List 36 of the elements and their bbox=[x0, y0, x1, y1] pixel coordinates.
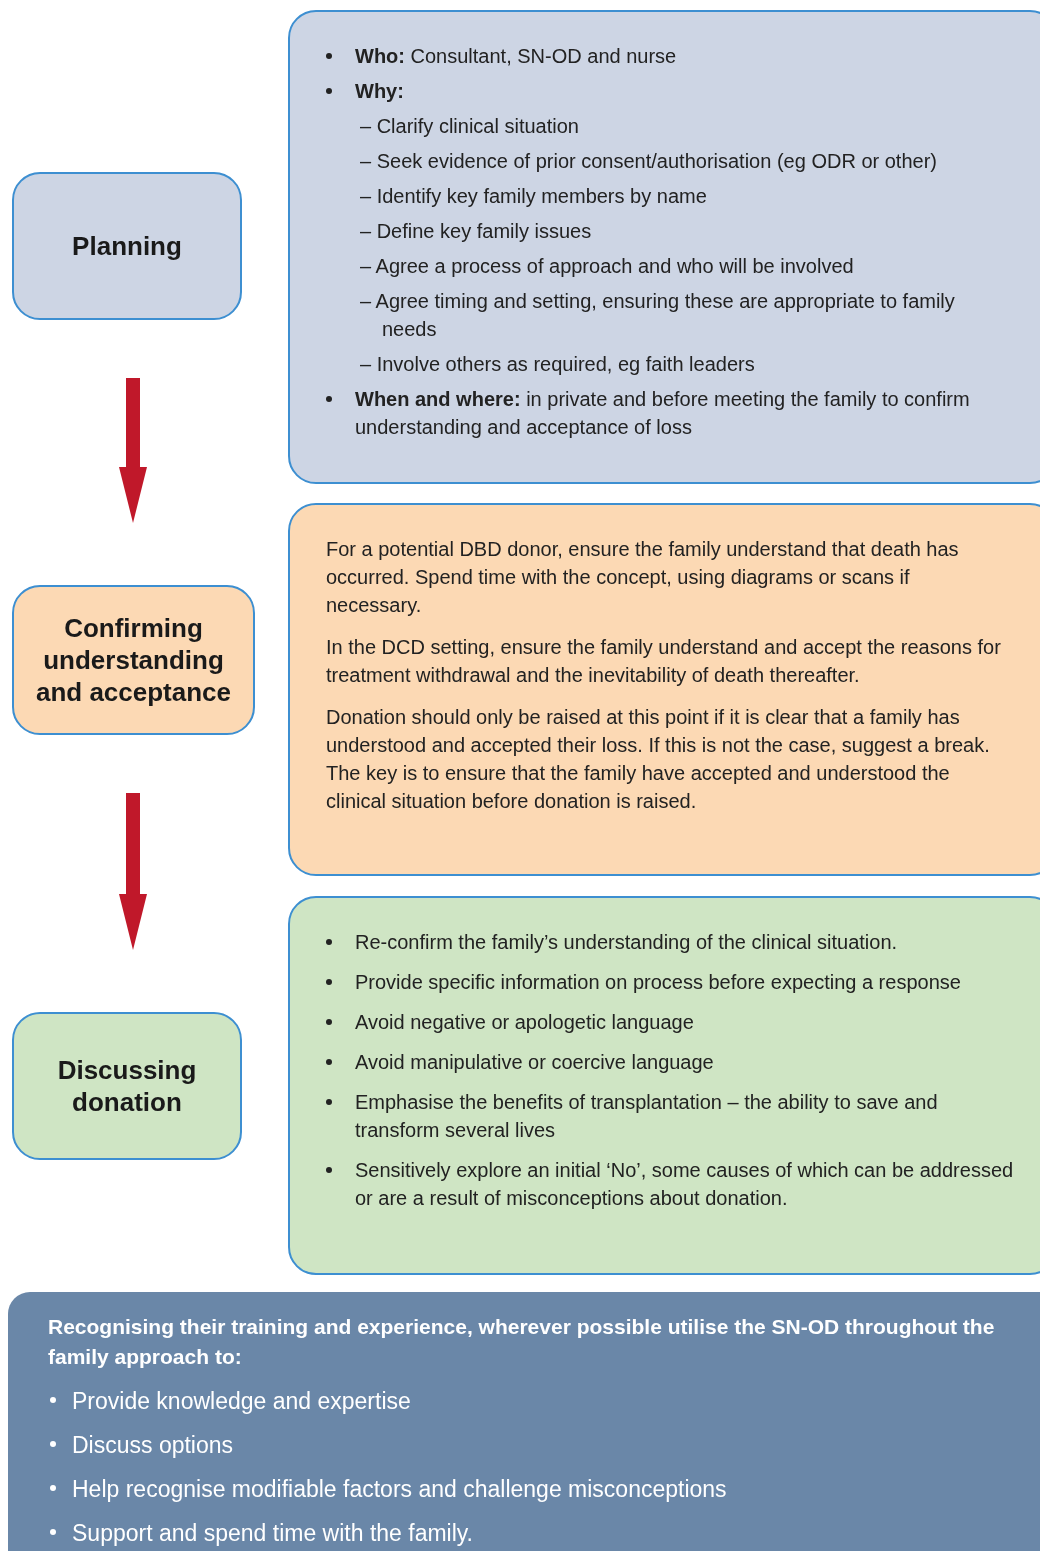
list-item: Emphasise the benefits of transplantation – the ability to save and transform several lives bbox=[355, 1090, 939, 1143]
list-item: – Clarify clinical situation bbox=[360, 114, 580, 139]
info-panel bbox=[8, 1292, 1040, 1551]
down-arrow bbox=[119, 793, 147, 950]
list-item: Avoid negative or apologetic language bbox=[355, 1010, 694, 1035]
list-item: – Seek evidence of prior consent/authorisation (eg ODR or other) bbox=[360, 149, 938, 174]
stage-label: Confirming understanding and acceptance bbox=[34, 612, 233, 708]
list-item: Provide specific information on process before expecting a response bbox=[355, 970, 961, 995]
list-item: Why: bbox=[355, 79, 404, 104]
list-item: When and where: in private and before meeting the family to confirm understanding and acceptance of loss bbox=[355, 387, 971, 440]
list-item: Sensitively explore an initial ‘No’, some causes of which can be addressed or are a result of misconceptions about donation. bbox=[355, 1158, 1015, 1211]
stage-box bbox=[12, 1012, 242, 1160]
panel-heading: Recognising their training and experience, wherever possible utilise the SN-OD throughout the family approach to: bbox=[48, 1314, 996, 1370]
list-item: Who: Consultant, SN-OD and nurse bbox=[355, 44, 677, 69]
stage-box bbox=[12, 172, 242, 320]
list-item: – Define key family issues bbox=[360, 219, 593, 244]
stage-box bbox=[12, 585, 255, 735]
list-item: – Agree timing and setting, ensuring these are appropriate to family needs bbox=[360, 289, 956, 342]
list-item: Provide knowledge and expertise bbox=[72, 1387, 411, 1416]
list-item: – Agree a process of approach and who will be involved bbox=[360, 254, 855, 279]
stage-label: Discussing donation bbox=[56, 1054, 198, 1118]
paragraph: Donation should only be raised at this point if it is clear that a family has understood and accepted their loss. If this is not the case, suggest a break. The key is to ensure that the family have accepted and understood the clinical situation before donation is raised. bbox=[326, 705, 991, 814]
info-panel bbox=[288, 503, 1040, 876]
info-panel bbox=[288, 10, 1040, 484]
paragraph: In the DCD setting, ensure the family understand and accept the reasons for treatment withdrawal and the inevitability of death thereafter. bbox=[326, 635, 1002, 688]
list-item: Help recognise modifiable factors and challenge misconceptions bbox=[72, 1475, 727, 1504]
list-item: Re-confirm the family’s understanding of the clinical situation. bbox=[355, 930, 898, 955]
list-item: – Involve others as required, eg faith leaders bbox=[360, 352, 756, 377]
down-arrow bbox=[119, 378, 147, 523]
paragraph: For a potential DBD donor, ensure the family understand that death has occurred. Spend time with the concept, using diagrams or scans if necessary. bbox=[326, 537, 960, 618]
list-item: Avoid manipulative or coercive language bbox=[355, 1050, 714, 1075]
list-item: – Identify key family members by name bbox=[360, 184, 708, 209]
list-item: Support and spend time with the family. bbox=[72, 1519, 473, 1548]
info-panel bbox=[288, 896, 1040, 1275]
list-item: Discuss options bbox=[72, 1431, 234, 1460]
stage-label: Planning bbox=[71, 230, 183, 262]
